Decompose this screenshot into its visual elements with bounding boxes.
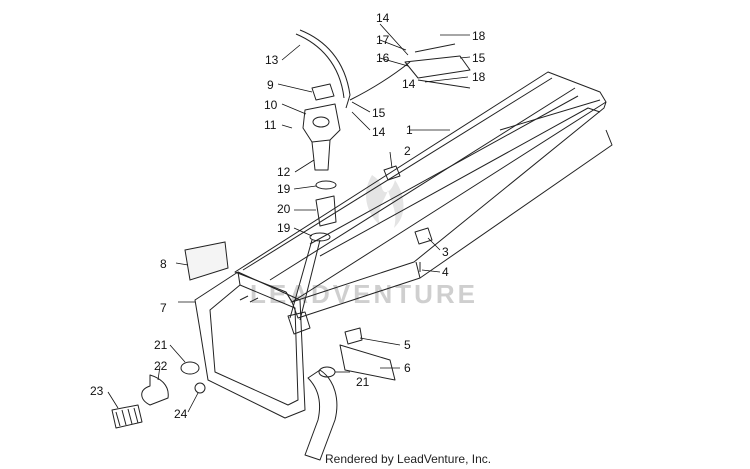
callout-21-right: 21 <box>356 375 370 389</box>
callout-14-top: 14 <box>376 11 390 25</box>
hose-and-clamps <box>287 180 337 335</box>
part-3 <box>414 227 433 245</box>
callout-21-left: 21 <box>154 338 168 352</box>
callout-19-bottom: 19 <box>277 221 291 235</box>
callout-24: 24 <box>174 407 188 421</box>
callout-17: 17 <box>376 33 390 47</box>
callout-9: 9 <box>267 78 274 92</box>
hose-part-13 <box>295 29 351 109</box>
callout-2: 2 <box>404 144 411 158</box>
callout-8: 8 <box>160 257 167 271</box>
callout-14-bottom: 14 <box>372 125 386 139</box>
part-5 <box>344 327 363 345</box>
flap-part-8 <box>184 241 229 281</box>
leader-lines <box>107 23 471 413</box>
footer-credit: Rendered by LeadVenture, Inc. <box>325 452 491 466</box>
callout-18-bottom: 18 <box>472 70 486 84</box>
callout-12: 12 <box>277 165 291 179</box>
watermark: LEADVENTURE <box>250 175 478 309</box>
thermostat-housing <box>302 83 341 171</box>
callout-15-right: 15 <box>472 51 486 65</box>
tunnel-part <box>234 71 613 319</box>
callouts: 1 2 3 4 5 6 7 8 9 10 11 12 13 14 14 14 1… <box>90 11 486 421</box>
callout-5: 5 <box>404 338 411 352</box>
callout-11: 11 <box>264 118 277 132</box>
callout-23: 23 <box>90 384 104 398</box>
callout-22: 22 <box>154 359 168 373</box>
callout-19-top: 19 <box>277 182 291 196</box>
coolant-outlet-parts <box>111 361 336 429</box>
callout-3: 3 <box>442 245 449 259</box>
callout-15-left: 15 <box>372 106 386 120</box>
callout-13: 13 <box>265 53 279 67</box>
callout-6: 6 <box>404 361 411 375</box>
callout-16: 16 <box>376 51 390 65</box>
bracket-assembly <box>349 43 471 101</box>
watermark-text: LEADVENTURE <box>250 279 478 309</box>
cooler-tube <box>304 344 396 461</box>
callout-20: 20 <box>277 202 291 216</box>
callout-4: 4 <box>442 265 449 279</box>
callout-10: 10 <box>264 98 278 112</box>
heat-exchanger <box>194 271 306 419</box>
callout-18-top: 18 <box>472 29 486 43</box>
callout-1: 1 <box>406 123 413 137</box>
callout-7: 7 <box>160 301 167 315</box>
callout-14-middle: 14 <box>402 77 416 91</box>
